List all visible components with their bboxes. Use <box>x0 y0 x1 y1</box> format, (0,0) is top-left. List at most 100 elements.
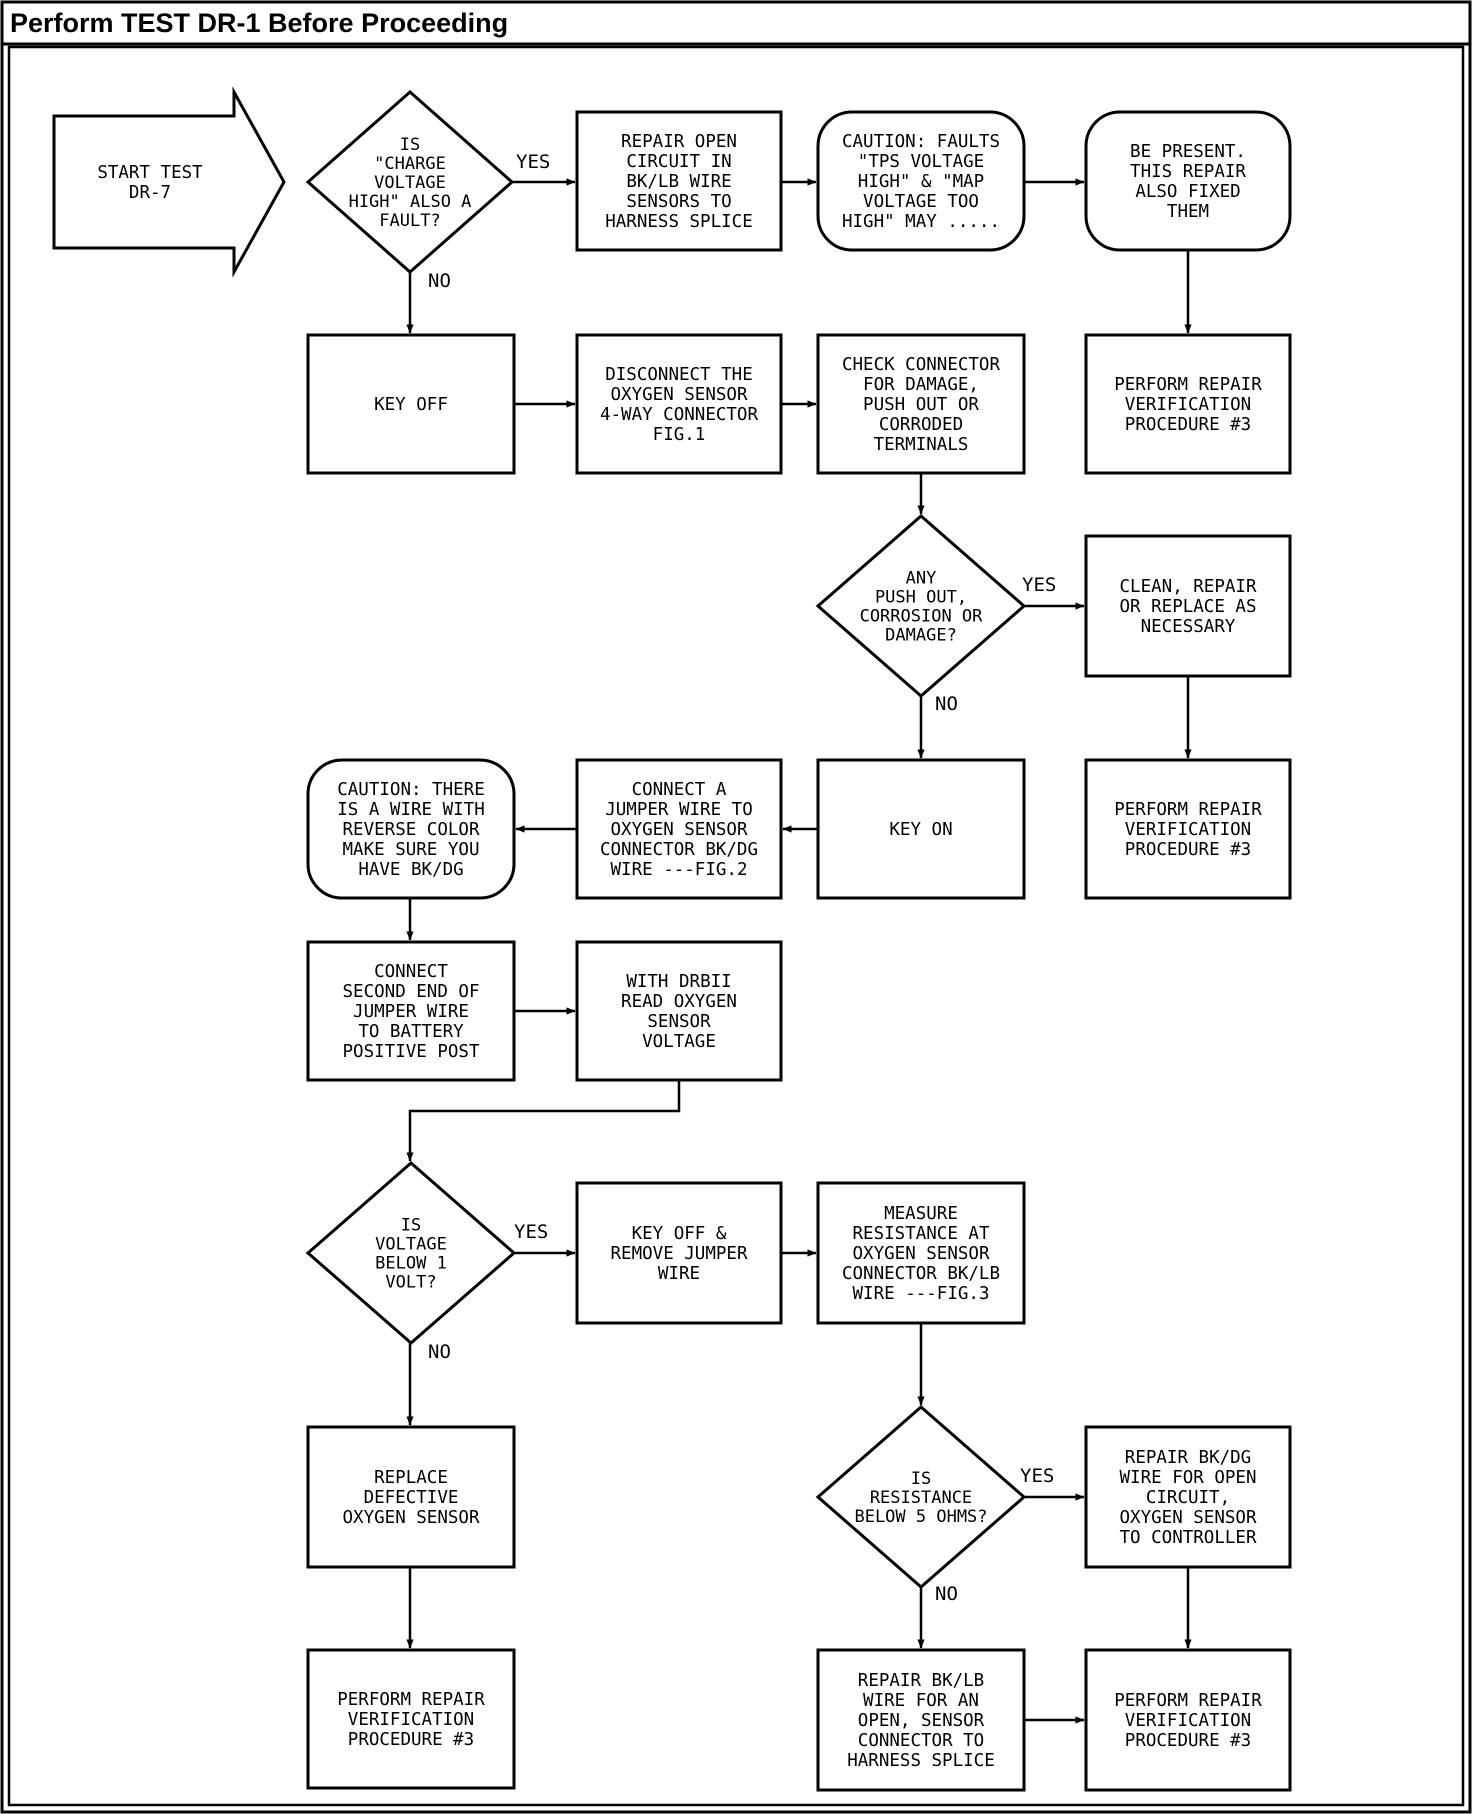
node-text-line: PERFORM REPAIR <box>1114 375 1262 395</box>
node-text-line: ANY <box>906 569 937 589</box>
edge-label-d-charge-yes: YES <box>516 151 550 173</box>
edge-label-d-pushout-no: NO <box>935 693 958 715</box>
node-text-line: WIRE ---FIG.3 <box>853 1284 990 1304</box>
node-text-line: CORROSION OR <box>860 607 984 627</box>
node-text-line: CLEAN, REPAIR <box>1120 577 1257 597</box>
node-text-line: CONNECT A <box>632 780 727 800</box>
node-text-line: NECESSARY <box>1141 617 1236 637</box>
node-text-line: KEY ON <box>889 820 952 840</box>
node-text-line: PUSH OUT, <box>875 588 967 608</box>
node-text-line: DAMAGE? <box>885 626 957 646</box>
node-text-line: ALSO FIXED <box>1135 182 1240 202</box>
node-text-line: PERFORM REPAIR <box>1114 1691 1262 1711</box>
node-text-line: TERMINALS <box>874 435 969 455</box>
node-text-line: SECOND END OF <box>343 982 480 1002</box>
edge-label-d-pushout-yes: YES <box>1022 574 1056 596</box>
node-text-line: WIRE FOR OPEN <box>1120 1468 1257 1488</box>
node-text-line: OXYGEN SENSOR <box>1120 1508 1257 1528</box>
node-text-line: CONNECT <box>374 962 448 982</box>
diagram-border <box>7 45 1465 1807</box>
node-text-line: RESISTANCE <box>870 1488 972 1508</box>
page-title: Perform TEST DR-1 Before Proceeding <box>10 8 508 38</box>
node-text-line: 4-WAY CONNECTOR <box>600 405 759 425</box>
node-text-line: BELOW 5 OHMS? <box>854 1507 987 1527</box>
node-text-line: THIS REPAIR <box>1130 162 1246 182</box>
node-text-line: POSITIVE POST <box>343 1042 480 1062</box>
node-text-line: HIGH" ALSO A <box>349 192 472 212</box>
node-text-line: CHECK CONNECTOR <box>842 355 1001 375</box>
node-text-line: BELOW 1 <box>375 1254 447 1274</box>
node-text-line: VERIFICATION <box>348 1710 474 1730</box>
node-text-line: OPEN, SENSOR <box>858 1711 985 1731</box>
edge-label-d-charge-no: NO <box>428 270 451 292</box>
node-text-line: OXYGEN SENSOR <box>611 385 748 405</box>
node-text-line: RESISTANCE AT <box>853 1224 990 1244</box>
node-text-line: KEY OFF & <box>632 1224 727 1244</box>
node-text-line: READ OXYGEN <box>621 992 737 1012</box>
node-text-line: OXYGEN SENSOR <box>343 1508 480 1528</box>
node-text-line: START TEST <box>97 163 203 183</box>
node-text-line: HIGH" & "MAP <box>858 172 984 192</box>
node-text-line: BK/LB WIRE <box>626 172 731 192</box>
node-text-line: SENSOR <box>647 1012 711 1032</box>
node-text-line: VOLTAGE <box>374 173 446 193</box>
node-text-line: CAUTION: FAULTS <box>842 132 1000 152</box>
node-text-line: REPAIR BK/LB <box>858 1671 984 1691</box>
node-text-line: JUMPER WIRE <box>353 1002 469 1022</box>
node-text-line: THEM <box>1167 202 1209 222</box>
node-text-line: CONNECTOR BK/DG <box>600 840 758 860</box>
node-text-line: DR-7 <box>129 183 171 203</box>
node-text-line: PROCEDURE #3 <box>1125 1731 1251 1751</box>
node-text-line: REMOVE JUMPER <box>611 1244 748 1264</box>
node-text-line: VERIFICATION <box>1125 820 1251 840</box>
node-text-line: WIRE FOR AN <box>863 1691 979 1711</box>
node-text-line: "CHARGE <box>374 154 446 174</box>
node-text-line: JUMPER WIRE TO <box>605 800 753 820</box>
node-text-line: PUSH OUT OR <box>863 395 979 415</box>
node-text-line: OXYGEN SENSOR <box>853 1244 990 1264</box>
node-text-line: FOR DAMAGE, <box>863 375 979 395</box>
connector-arrow <box>406 1080 681 1162</box>
node-text-line: IS <box>911 1469 931 1489</box>
edge-label-d-resistance-yes: YES <box>1020 1465 1054 1487</box>
node-text-line: IS <box>400 135 420 155</box>
node-text-line: CONNECTOR TO <box>858 1731 984 1751</box>
node-text-line: DISCONNECT THE <box>605 365 753 385</box>
node-text-line: CONNECTOR BK/LB <box>842 1264 1000 1284</box>
edge-label-d-voltage-yes: YES <box>514 1221 548 1243</box>
node-text-line: KEY OFF <box>374 395 448 415</box>
node-text-line: MAKE SURE YOU <box>343 840 480 860</box>
node-text-line: VOLTAGE <box>375 1235 447 1255</box>
node-text-line: FAULT? <box>379 211 440 231</box>
node-text-line: OR REPLACE AS <box>1120 597 1257 617</box>
node-text-line: VOLTAGE <box>642 1032 716 1052</box>
node-text-line: BE PRESENT. <box>1130 142 1246 162</box>
node-text-line: REVERSE COLOR <box>343 820 480 840</box>
node-text-line: VERIFICATION <box>1125 1711 1251 1731</box>
node-text-line: REPAIR OPEN <box>621 132 737 152</box>
node-text-line: REPAIR BK/DG <box>1125 1448 1251 1468</box>
node-text-line: IS A WIRE WITH <box>337 800 485 820</box>
